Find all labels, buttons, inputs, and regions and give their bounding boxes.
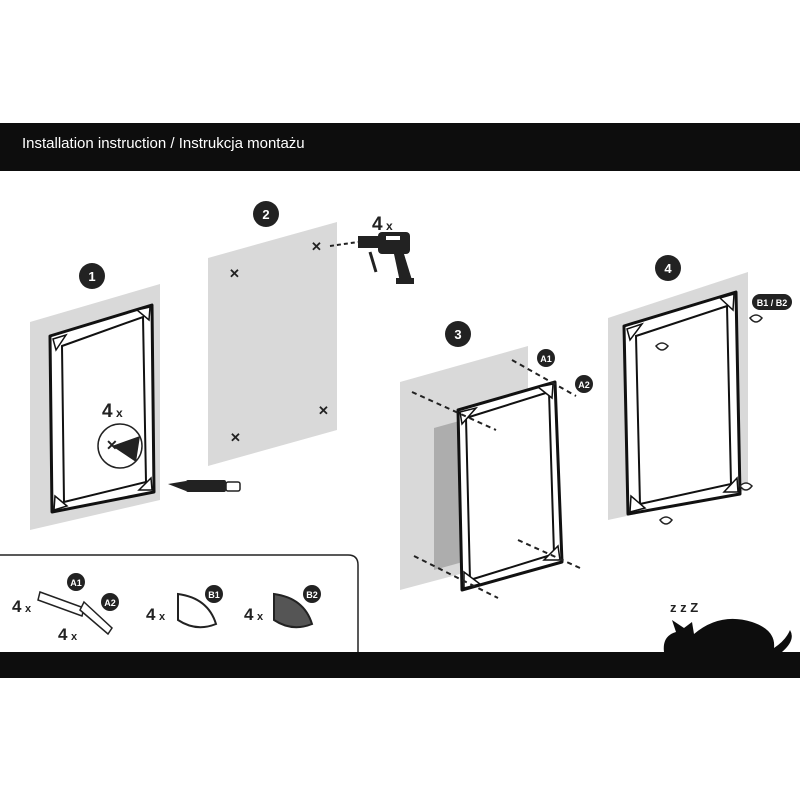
callout-badge: [101, 593, 119, 611]
corner-cover: [536, 383, 554, 400]
sleep-text: z z Z: [670, 600, 698, 615]
step-number: 3: [454, 327, 461, 342]
wall-plug-icon: [37, 591, 85, 617]
callout-label-a1: A1: [70, 578, 82, 588]
callout-label-a1: A1: [540, 354, 552, 364]
mark-x-icon: ✕: [106, 437, 118, 453]
frame-inner: [464, 390, 556, 582]
mark-x-icon: ✕: [311, 239, 322, 254]
corner-cover: [137, 476, 153, 491]
step-1: ✕ 1 4 x: [30, 263, 241, 530]
step-number-badge: [445, 321, 471, 347]
callout-badge: [752, 294, 792, 310]
callout-badge: [303, 585, 321, 603]
screw-icon: [79, 600, 113, 636]
step-3: 3 A1 A2: [400, 321, 593, 599]
step-number: 4: [664, 261, 672, 276]
pencil-icon: [168, 480, 241, 492]
times-label: x: [116, 406, 123, 420]
corner-cover: [722, 476, 739, 493]
part-cap-b1: B1 4 x: [146, 585, 223, 629]
cap-icon: [739, 482, 753, 491]
times-label: x: [159, 611, 166, 623]
quantity-label: 4: [372, 214, 383, 235]
frame-inner: [634, 304, 733, 506]
quantity-label: 4: [102, 401, 113, 422]
sleeping-cat-icon: z z Z: [663, 600, 792, 652]
step-number-badge: [253, 201, 279, 227]
callout-badge: [575, 375, 593, 393]
callout-badge: [67, 573, 85, 591]
callout-label-a2: A2: [104, 598, 116, 608]
corner-cover: [718, 292, 735, 312]
times-label: x: [25, 603, 32, 615]
quantity-label: 4: [12, 597, 22, 616]
screw-path: [511, 359, 577, 397]
cap-icon: [659, 516, 673, 525]
corner-cover: [629, 494, 647, 513]
page-title: Installation instruction / Instrukcja mo…: [22, 135, 305, 152]
corner-cover: [459, 406, 479, 426]
mark-x-icon: ✕: [230, 430, 241, 445]
corner-cover: [626, 322, 645, 342]
mark-x-icon: ✕: [229, 266, 240, 281]
corner-cover: [135, 306, 151, 322]
callout-label-b2: B2: [306, 590, 318, 600]
step-2: ✕ ✕ ✕ ✕ 2 4 x: [208, 201, 414, 466]
corner-cover: [52, 333, 68, 352]
step-number: 2: [262, 207, 269, 222]
part-cap-b2: B2 4 x: [244, 585, 321, 629]
cap-icon: [749, 314, 763, 323]
quantity-label: 4: [146, 605, 156, 624]
callout-label-b1-b2: B1 / B2: [757, 298, 788, 308]
times-label: x: [71, 631, 78, 643]
part-anchor-screw: A1 A2 4 x 4 x: [12, 573, 119, 644]
mark-x-icon: ✕: [318, 403, 329, 418]
parts-tray-outline: [0, 554, 359, 652]
callout-label-a2: A2: [578, 380, 590, 390]
screw-path: [413, 555, 499, 599]
corner-cover: [53, 494, 69, 512]
step-number-badge: [655, 255, 681, 281]
times-label: x: [386, 219, 393, 233]
step-number: 1: [88, 269, 95, 284]
detail-corner: [112, 436, 140, 462]
footer-bar: [0, 652, 800, 678]
wall-panel: [208, 222, 337, 466]
cap-b2-icon: [273, 592, 314, 629]
callout-badge: [205, 585, 223, 603]
times-label: x: [257, 611, 264, 623]
drill-icon: [329, 232, 414, 284]
header-banner: Installation instruction / Instrukcja mo…: [0, 123, 800, 171]
step-4: 4 B1 / B2: [608, 255, 792, 525]
step-number-badge: [79, 263, 105, 289]
quantity-label: 4: [244, 605, 254, 624]
callout-badge: [537, 349, 555, 367]
screw-path: [517, 539, 581, 569]
cap-icon: [655, 342, 669, 351]
corner-cover: [542, 544, 561, 561]
callout-label-b1: B1: [208, 590, 220, 600]
quantity-label: 4: [58, 625, 68, 644]
cap-b1-icon: [177, 592, 218, 629]
screw-path: [411, 391, 497, 431]
